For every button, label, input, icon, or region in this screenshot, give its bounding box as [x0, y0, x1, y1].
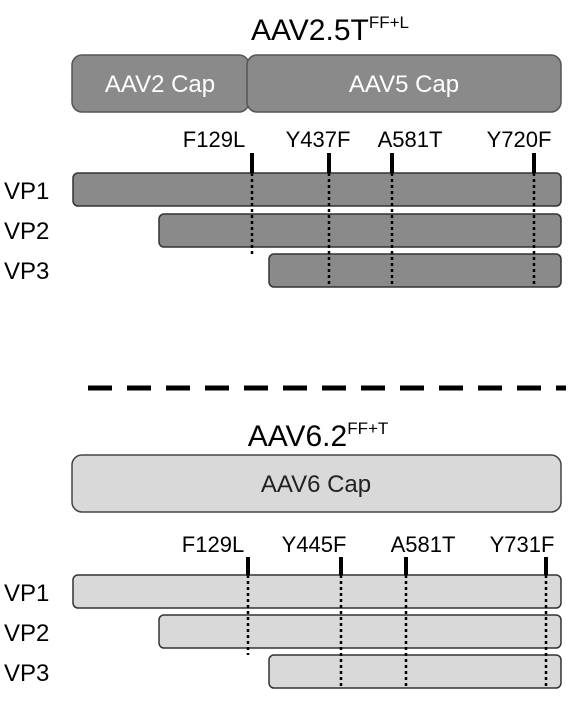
- bottom-title-main: AAV6.2: [248, 420, 348, 453]
- top-panel: AAV2.5TFF+L AAV2 Cap AAV5 Cap F129L Y437…: [4, 13, 562, 288]
- bottom-panel: AAV6.2FF+T AAV6 Cap F129L Y445F A581T Y7…: [4, 419, 562, 689]
- bottom-mutation-label-4: Y731F: [490, 532, 555, 557]
- top-mutation-label-3: A581T: [378, 127, 443, 152]
- top-title: AAV2.5TFF+L: [251, 13, 409, 47]
- bottom-cap-label-aav6: AAV6 Cap: [261, 471, 371, 498]
- bottom-title: AAV6.2FF+T: [248, 419, 389, 453]
- top-vp3-label: VP3: [4, 258, 49, 285]
- bottom-title-superscript: FF+T: [347, 419, 388, 438]
- top-title-superscript: FF+L: [369, 13, 409, 32]
- bottom-mutation-label-3: A581T: [391, 532, 456, 557]
- bottom-mutation-label-2: Y445F: [282, 532, 347, 557]
- bottom-cap-segment-aav6: [71, 454, 562, 513]
- top-mutation-label-2: Y437F: [286, 127, 351, 152]
- bottom-vp3-label: VP3: [4, 660, 49, 687]
- bottom-mutation-label-1: F129L: [182, 532, 244, 557]
- top-cap-label-aav5: AAV5 Cap: [349, 71, 459, 98]
- top-title-main: AAV2.5T: [251, 14, 369, 47]
- top-mutation-label-1: F129L: [183, 127, 245, 152]
- top-vp3-bar: [268, 253, 562, 288]
- bottom-vp1-bar: [72, 574, 562, 609]
- top-vp1-bar: [72, 172, 562, 207]
- top-cap-label-aav2: AAV2 Cap: [105, 71, 215, 98]
- top-cap-segment-aav5: [246, 54, 562, 113]
- bottom-vp2-bar: [158, 614, 562, 649]
- bottom-vp3-bar: [268, 654, 562, 689]
- top-vp1-label: VP1: [4, 178, 49, 205]
- top-vp2-label: VP2: [4, 218, 49, 245]
- top-vp2-bar: [158, 213, 562, 248]
- bottom-vp1-label: VP1: [4, 580, 49, 607]
- top-mutation-label-4: Y720F: [487, 127, 552, 152]
- bottom-vp2-label: VP2: [4, 620, 49, 647]
